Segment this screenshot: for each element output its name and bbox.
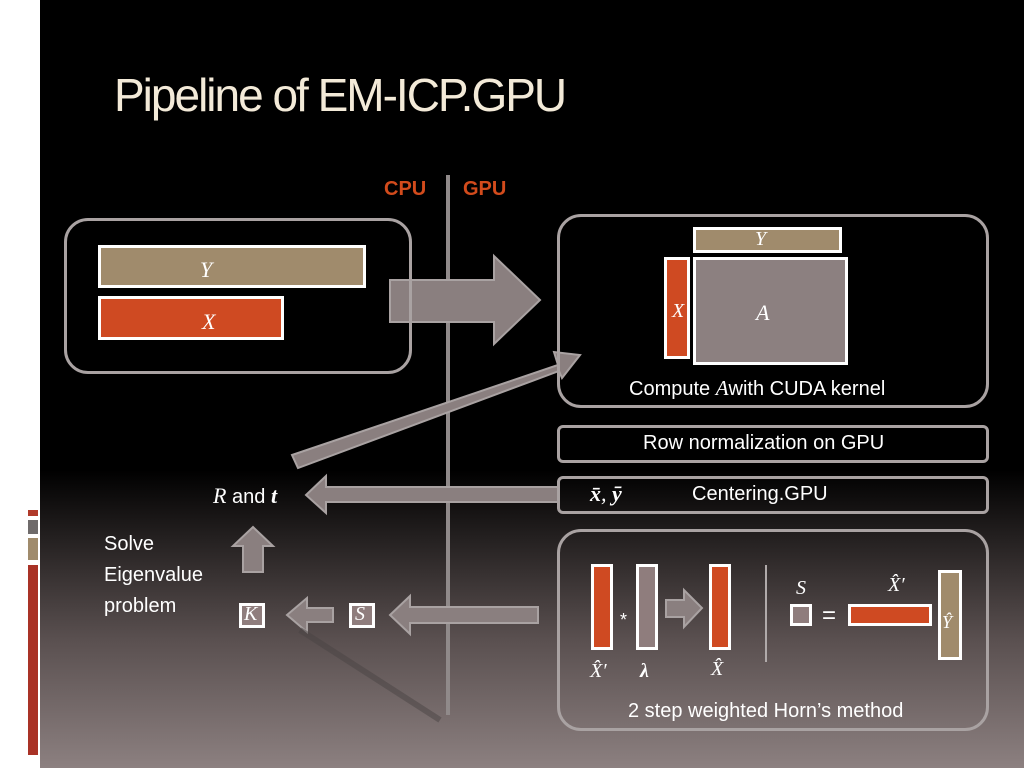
star-operator: * — [620, 610, 628, 630]
xhat-label: X̂ — [711, 658, 724, 680]
horn-inner-arrow — [665, 587, 704, 630]
solve-arrow-up — [230, 525, 276, 573]
compute-x-box — [664, 257, 690, 359]
cpu-input-panel — [64, 218, 412, 374]
lambda-label: λ — [640, 660, 649, 682]
slide-title: Pipeline of EM-ICP.GPU — [114, 69, 567, 121]
k-matrix-box — [239, 603, 265, 628]
yhat-column — [938, 570, 962, 660]
horn-s-box — [790, 604, 812, 626]
centering-label: Centering.GPU — [692, 483, 828, 505]
xhatprime-label: X̂′ — [590, 660, 607, 682]
horn-method-caption: 2 step weighted Horn’s method — [628, 700, 904, 722]
s-to-k-arrow — [285, 595, 334, 635]
decorative-bar-top — [28, 510, 38, 516]
horn-s-label: S — [796, 577, 806, 599]
s-matrix-label: S — [355, 603, 365, 625]
row-normalization-label: Row normalization on GPU — [643, 432, 885, 454]
y-bar-symbol: ȳ — [612, 481, 622, 506]
decorative-bar-tan — [28, 538, 38, 560]
decorative-bar-gray — [28, 520, 38, 534]
equals-sign: = — [822, 602, 837, 629]
solve-line-1: Solve — [104, 533, 155, 555]
compute-y-label: Y — [755, 228, 767, 250]
horn-to-s-arrow — [388, 593, 539, 637]
cpu-label: CPU — [384, 178, 427, 200]
xhatprime-top-label: X̂′ — [888, 574, 905, 596]
solve-line-3: problem — [104, 595, 177, 617]
gpu-label: GPU — [463, 178, 507, 200]
y-point-set-label: Y — [200, 257, 213, 282]
yhat-label: Ŷ — [942, 612, 953, 632]
y-point-set-box — [98, 245, 366, 288]
r-symbol: R — [213, 483, 227, 508]
r-and-t-result: R and t — [213, 483, 277, 509]
xhat-column — [709, 564, 731, 650]
x-point-set-label: X — [202, 309, 216, 334]
cpu-gpu-divider — [446, 175, 450, 715]
horn-method-panel — [557, 529, 989, 731]
xhatprime-row — [848, 604, 932, 626]
transfer-arrow-right — [389, 253, 542, 347]
x-bar-symbol: x̄ — [590, 481, 601, 506]
row-normalization-strip — [557, 425, 989, 463]
t-symbol: t — [270, 483, 278, 508]
compute-y-box — [693, 227, 842, 253]
centering-symbols: x̄, ȳ — [590, 481, 622, 507]
matrix-a-box — [693, 257, 848, 365]
solve-eigenvalue-text: Solve Eigenvalue problem — [104, 529, 203, 622]
shadow-line — [298, 627, 442, 723]
k-matrix-label: K — [244, 603, 258, 625]
xhatprime-column — [591, 564, 613, 650]
centering-strip — [557, 476, 989, 514]
compute-caption-prefix: Compute — [629, 378, 716, 400]
centering-arrow-left — [304, 473, 559, 516]
s-matrix-box — [349, 603, 375, 628]
compute-a-caption: Compute Awith CUDA kernel — [629, 376, 885, 401]
matrix-a-label: A — [756, 300, 770, 325]
compute-x-label: X — [672, 300, 685, 322]
compute-caption-symbol: A — [715, 376, 729, 400]
decorative-bar-main — [28, 565, 38, 755]
lambda-column — [636, 564, 658, 650]
and-text: and — [226, 486, 271, 508]
compute-caption-suffix: with CUDA kernel — [728, 378, 886, 400]
solve-line-2: Eigenvalue — [104, 564, 203, 586]
centering-symbol-separator: , — [601, 481, 612, 506]
x-point-set-box — [98, 296, 284, 340]
compute-a-panel — [557, 214, 989, 408]
